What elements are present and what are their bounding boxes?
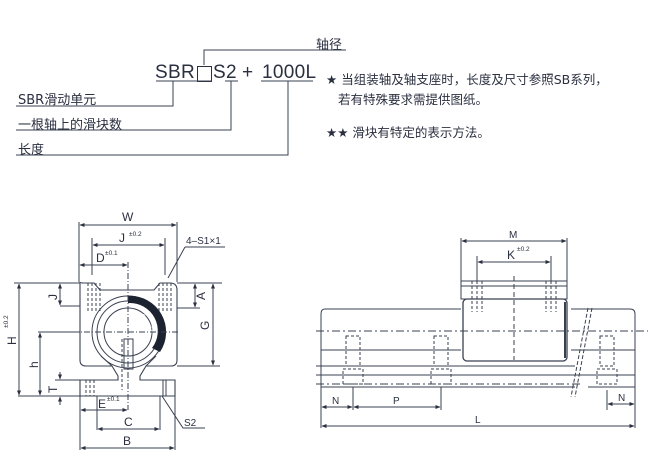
dim-E-tol: ±0.1 bbox=[107, 396, 120, 403]
designation-leaders bbox=[16, 49, 346, 156]
dim-D: D bbox=[96, 251, 105, 265]
legend-length: 长度 bbox=[18, 143, 45, 158]
dim-J-side: J bbox=[46, 294, 60, 300]
dim-H-tol: ±0.2 bbox=[3, 315, 10, 328]
note-1-line-2: 若有特殊要求需提供图纸。 bbox=[338, 92, 489, 107]
star-icon: ★ bbox=[326, 72, 338, 87]
note-1-line-1: 当组装轴及轴支座时，长度及尺寸参照SB系列， bbox=[341, 72, 608, 87]
dim-h: h bbox=[27, 361, 41, 368]
legend-unit: SBR滑动单元 bbox=[18, 93, 97, 108]
dim-N-left: N bbox=[332, 396, 339, 407]
side-view-labels: M K ±0.2 N P N L bbox=[332, 230, 625, 426]
dim-E: E bbox=[98, 397, 106, 411]
dim-H: H bbox=[5, 336, 19, 345]
note-2-line-1: 滑块有特定的表示方法。 bbox=[352, 125, 490, 140]
dim-G: G bbox=[198, 321, 212, 330]
dim-S1: 4–S1×1 bbox=[186, 236, 221, 247]
code-blocks: S2 bbox=[213, 62, 237, 83]
dim-P: P bbox=[393, 396, 400, 407]
dim-N-right: N bbox=[618, 393, 625, 404]
dim-T: T bbox=[46, 385, 60, 393]
side-view bbox=[316, 238, 648, 428]
legend-blocks: 一根轴上的滑块数 bbox=[18, 118, 123, 133]
dim-S2: S2 bbox=[184, 418, 197, 429]
double-star-icon: ★★ bbox=[326, 125, 349, 140]
note-2: ★★ 滑块有特定的表示方法。 bbox=[326, 122, 490, 141]
shaft-diameter-label: 轴径 bbox=[316, 38, 343, 53]
code-plus: + bbox=[242, 62, 254, 83]
dim-K-tol: ±0.2 bbox=[517, 246, 530, 253]
front-view: OILFREE bbox=[14, 222, 225, 450]
dim-J-tol: ±0.2 bbox=[129, 231, 142, 238]
dim-W: W bbox=[122, 210, 134, 224]
front-view-labels: W J ±0.2 D ±0.1 4–S1×1 A G H ±0.2 h J T … bbox=[3, 210, 221, 448]
code-prefix: SBR bbox=[155, 62, 195, 83]
dim-D-tol: ±0.1 bbox=[105, 250, 118, 257]
dim-A: A bbox=[194, 292, 208, 300]
note-1: ★ 当组装轴及轴支座时，长度及尺寸参照SB系列， 若有特殊要求需提供图纸。 bbox=[326, 70, 608, 110]
dim-L: L bbox=[475, 415, 481, 426]
dim-M: M bbox=[509, 230, 517, 241]
dim-B: B bbox=[123, 434, 131, 448]
dim-C: C bbox=[124, 415, 133, 429]
code-length: 1000L bbox=[262, 62, 317, 83]
dim-J: J bbox=[119, 231, 125, 245]
dim-K: K bbox=[507, 248, 515, 262]
